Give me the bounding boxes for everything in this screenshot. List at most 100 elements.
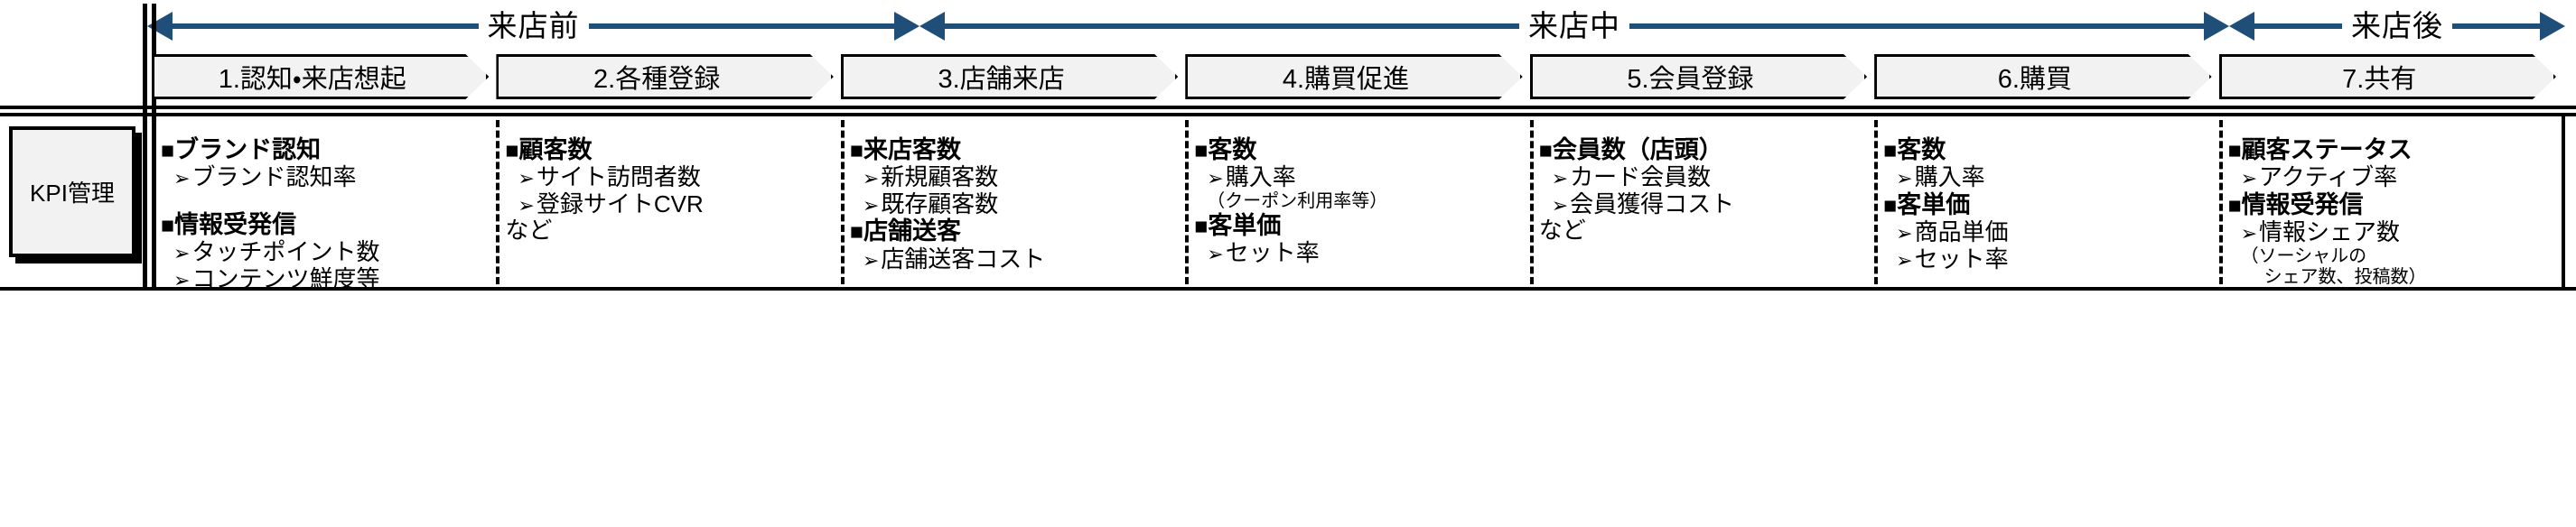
kpi-item-text: コンテンツ鮮度等 <box>191 264 380 292</box>
process-step-7[interactable]: 7.共有 <box>2219 54 2556 99</box>
kpi-item-text: 店舗送客コスト <box>881 245 1046 273</box>
kpi-item: ➢情報シェア数 <box>2228 218 2558 246</box>
phase-arrowhead-right-2 <box>2204 12 2229 41</box>
column-divider-2 <box>840 120 845 284</box>
kpi-item: ➢店舗送客コスト <box>850 245 1180 273</box>
arrow-bullet-icon: ➢ <box>173 242 191 265</box>
process-step-label-3: 3.店舗来店 <box>938 65 1065 94</box>
left-rail-inner <box>152 4 156 291</box>
kpi-item-text: 登録サイトCVR <box>536 190 704 217</box>
phase-label-2: 来店中 <box>1519 2 1629 51</box>
kpi-group-heading-text: 来店客数 <box>863 136 961 163</box>
left-rail-outer <box>143 4 147 291</box>
kpi-column-3: ■来店客数➢新規顧客数➢既存顧客数■店舗送客➢店舗送客コスト <box>841 116 1185 287</box>
arrow-bullet-icon: ➢ <box>1896 222 1913 245</box>
kpi-group-heading: ■客単価 <box>1194 212 1524 239</box>
square-bullet-icon: ■ <box>505 138 519 163</box>
kpi-item: ➢既存顧客数 <box>850 190 1180 218</box>
square-bullet-icon: ■ <box>1194 213 1209 239</box>
process-step-label-1: 1.認知・来店想起 <box>218 65 406 94</box>
kpi-column-7: ■顧客ステータス➢アクティブ率■情報受発信➢情報シェア数（ソーシャルのシェア数、… <box>2219 116 2563 287</box>
footer-rule <box>0 287 2576 291</box>
process-step-5[interactable]: 5.会員登録 <box>1530 54 1867 99</box>
phase-arrow-shaft-left-3 <box>2253 23 2342 29</box>
arrow-bullet-icon: ➢ <box>2240 167 2257 190</box>
kpi-group-heading-text: 情報受発信 <box>174 210 297 238</box>
kpi-column-6: ■客数➢購入率■客単価➢商品単価➢セット率 <box>1874 116 2218 287</box>
kpi-item-text: 購入率 <box>1225 163 1296 191</box>
kpi-group-heading: ■会員数（店頭） <box>1539 136 1869 163</box>
kpi-item-text: タッチポイント数 <box>191 238 380 266</box>
process-step-1[interactable]: 1.認知・来店想起 <box>152 54 489 99</box>
kpi-group-heading: ■顧客ステータス <box>2228 136 2558 163</box>
kpi-item-text: 購入率 <box>1914 163 1985 191</box>
process-step-label-4: 4.購買促進 <box>1282 65 1410 94</box>
kpi-group-heading-text: 情報受発信 <box>2241 190 2364 218</box>
kpi-block-gap <box>161 191 490 211</box>
kpi-column-5: ■会員数（店頭）➢カード会員数➢会員獲得コストなど <box>1530 116 1874 287</box>
column-divider-1 <box>496 120 500 284</box>
process-step-label-2: 2.各種登録 <box>593 65 721 94</box>
kpi-item: ➢アクティブ率 <box>2228 163 2558 191</box>
process-step-row: 1.認知・来店想起 2.各種登録 3.店舗来店 4.購買促進 5.会員登録 6.購買 7.共… <box>0 54 2576 99</box>
arrow-bullet-icon: ➢ <box>1207 243 1224 266</box>
phase-arrow-shaft-right-2 <box>1629 23 2206 29</box>
phase-arrow-shaft-left-2 <box>943 23 1519 29</box>
process-step-2[interactable]: 2.各種登録 <box>496 54 833 99</box>
kpi-column-4: ■客数➢購入率（クーポン利用率等）■客単価➢セット率 <box>1185 116 1529 287</box>
kpi-item: ➢商品単価 <box>1883 218 2213 246</box>
kpi-item: ➢ブランド認知率 <box>161 163 490 191</box>
phase-arrowhead-right-1 <box>894 12 919 41</box>
kpi-column-tail: など <box>1538 217 1586 245</box>
kpi-group-heading: ■ブランド認知 <box>161 136 490 163</box>
kpi-group-heading-text: 会員数（店頭） <box>1552 136 1723 163</box>
arrow-bullet-icon: ➢ <box>518 193 535 217</box>
process-step-label-6: 6.購買 <box>1997 65 2072 94</box>
kpi-item-note: （クーポン利用率等） <box>1207 190 1388 211</box>
kpi-item: ➢カード会員数 <box>1539 163 1869 191</box>
kpi-item-text: 既存顧客数 <box>881 190 999 217</box>
kpi-item: ➢購入率 <box>1883 163 2213 191</box>
process-step-4[interactable]: 4.購買促進 <box>1185 54 1522 99</box>
square-bullet-icon: ■ <box>2227 192 2242 218</box>
process-step-3[interactable]: 3.店舗来店 <box>841 54 1178 99</box>
kpi-group-heading: ■顧客数 <box>505 136 835 163</box>
column-divider-5 <box>1874 120 1879 284</box>
phase-arrowhead-left-3 <box>2229 12 2254 41</box>
kpi-management-label: KPI管理 <box>30 180 115 207</box>
kpi-group-heading: ■情報受発信 <box>2228 191 2558 218</box>
phase-arrow-band: 来店前来店中来店後 <box>0 0 2576 52</box>
kpi-item: ➢タッチポイント数 <box>161 238 490 266</box>
kpi-item: ➢コンテンツ鮮度等 <box>161 264 490 293</box>
arrow-bullet-icon: ➢ <box>1551 193 1569 217</box>
column-divider-6 <box>2218 120 2223 284</box>
kpi-item: ➢サイト訪問者数 <box>505 163 835 191</box>
kpi-item-text: サイト訪問者数 <box>536 163 701 191</box>
phase-arrow-shaft-left-1 <box>171 23 479 29</box>
kpi-group-heading: ■客数 <box>1194 136 1524 163</box>
kpi-column-tail: など <box>505 217 553 245</box>
kpi-item-text: セット率 <box>1914 245 2009 273</box>
kpi-group-heading-text: 顧客数 <box>518 136 593 163</box>
kpi-item-note: （ソーシャルの <box>2240 245 2367 266</box>
kpi-item: ➢セット率 <box>1883 245 2213 273</box>
phase-arrow-shaft-right-1 <box>588 23 896 29</box>
column-divider-3 <box>1185 120 1190 284</box>
right-rail <box>2562 116 2565 287</box>
process-step-6[interactable]: 6.購買 <box>1874 54 2211 99</box>
square-bullet-icon: ■ <box>1194 138 1209 163</box>
kpi-group-heading-text: 店舗送客 <box>863 217 961 245</box>
arrow-bullet-icon: ➢ <box>862 248 880 272</box>
kpi-item-text: ブランド認知率 <box>191 163 357 191</box>
column-divider-4 <box>1529 120 1534 284</box>
kpi-item: ➢会員獲得コスト <box>1539 190 1869 218</box>
arrow-bullet-icon: ➢ <box>173 167 191 190</box>
square-bullet-icon: ■ <box>161 138 175 163</box>
kpi-item-text: 会員獲得コスト <box>1570 190 1735 217</box>
kpi-group-heading-text: 客数 <box>1208 136 1257 163</box>
kpi-group-heading-text: ブランド認知 <box>174 136 322 163</box>
kpi-item: ➢購入率 <box>1194 163 1524 191</box>
header-rule-top <box>0 106 2576 109</box>
